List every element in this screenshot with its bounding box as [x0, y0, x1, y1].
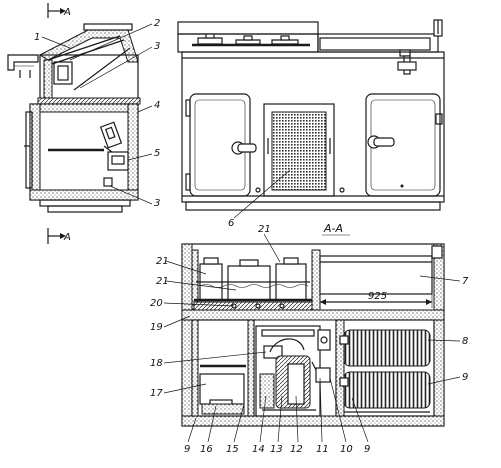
svg-text:6: 6 — [228, 218, 234, 229]
svg-text:15: 15 — [226, 444, 239, 455]
callout-14: 14 — [252, 395, 267, 455]
callout-11: 11 — [316, 377, 329, 455]
section-marker-top: А — [47, 3, 71, 18]
section-marker-label: А — [63, 7, 71, 18]
svg-text:9: 9 — [462, 372, 468, 383]
svg-text:10: 10 — [340, 444, 353, 455]
callout-3-upper: 3 — [79, 41, 160, 89]
svg-text:3: 3 — [154, 41, 160, 52]
svg-text:13: 13 — [270, 444, 283, 455]
svg-text:14: 14 — [252, 444, 265, 455]
side-section-view: А А — [7, 3, 160, 244]
callout-16: 16 — [200, 405, 217, 455]
callout-5: 5 — [127, 148, 160, 161]
svg-text:12: 12 — [290, 444, 303, 455]
svg-text:1: 1 — [34, 32, 40, 43]
section-title: А-А — [323, 222, 343, 235]
ventilation-grille — [271, 111, 327, 191]
svg-text:18: 18 — [150, 358, 163, 369]
svg-text:2: 2 — [154, 18, 160, 29]
svg-text:5: 5 — [154, 148, 160, 159]
callout-18: 18 — [150, 351, 267, 369]
callout-12: 12 — [290, 395, 303, 455]
callout-10: 10 — [329, 377, 353, 455]
callout-19: 19 — [150, 315, 191, 333]
svg-text:21: 21 — [156, 256, 169, 267]
callout-9-bottom-right: 9 — [351, 397, 370, 455]
callout-21-left: 21 — [156, 256, 207, 275]
callout-4: 4 — [137, 100, 160, 113]
callout-20: 20 — [150, 298, 235, 309]
svg-text:3: 3 — [154, 198, 160, 209]
condenser-coil-lower — [343, 371, 431, 409]
front-view: 6 — [177, 19, 445, 229]
svg-text:21: 21 — [258, 224, 271, 235]
section-marker-bottom: А — [47, 228, 71, 244]
svg-text:9: 9 — [184, 444, 190, 455]
svg-text:17: 17 — [150, 388, 163, 399]
callout-21-mid: 21 — [156, 276, 237, 291]
svg-text:8: 8 — [462, 336, 468, 347]
condenser-coil-upper — [343, 329, 431, 367]
callout-6: 6 — [228, 169, 291, 229]
svg-text:20: 20 — [150, 298, 163, 309]
callout-3-lower: 3 — [109, 185, 160, 209]
callout-17: 17 — [150, 383, 207, 399]
section-a-a-view: 925 21 — [150, 224, 469, 455]
callout-7: 7 — [419, 275, 469, 287]
callout-2: 2 — [69, 18, 160, 61]
callout-1: 1 — [34, 32, 71, 49]
callout-13: 13 — [270, 395, 283, 455]
svg-text:9: 9 — [364, 444, 370, 455]
svg-text:7: 7 — [462, 276, 469, 287]
svg-text:4: 4 — [154, 100, 160, 111]
callout-9-right: 9 — [427, 372, 468, 385]
dimension-label: 925 — [368, 291, 387, 302]
callout-15: 15 — [226, 403, 245, 455]
svg-text:11: 11 — [316, 444, 329, 455]
svg-text:21: 21 — [156, 276, 169, 287]
svg-text:19: 19 — [150, 322, 163, 333]
callout-9-bottom-left: 9 — [184, 417, 197, 455]
section-marker-label-bottom: А — [63, 232, 71, 243]
callout-21-top: 21 — [258, 224, 281, 263]
svg-text:16: 16 — [200, 444, 213, 455]
callout-8: 8 — [427, 336, 468, 347]
